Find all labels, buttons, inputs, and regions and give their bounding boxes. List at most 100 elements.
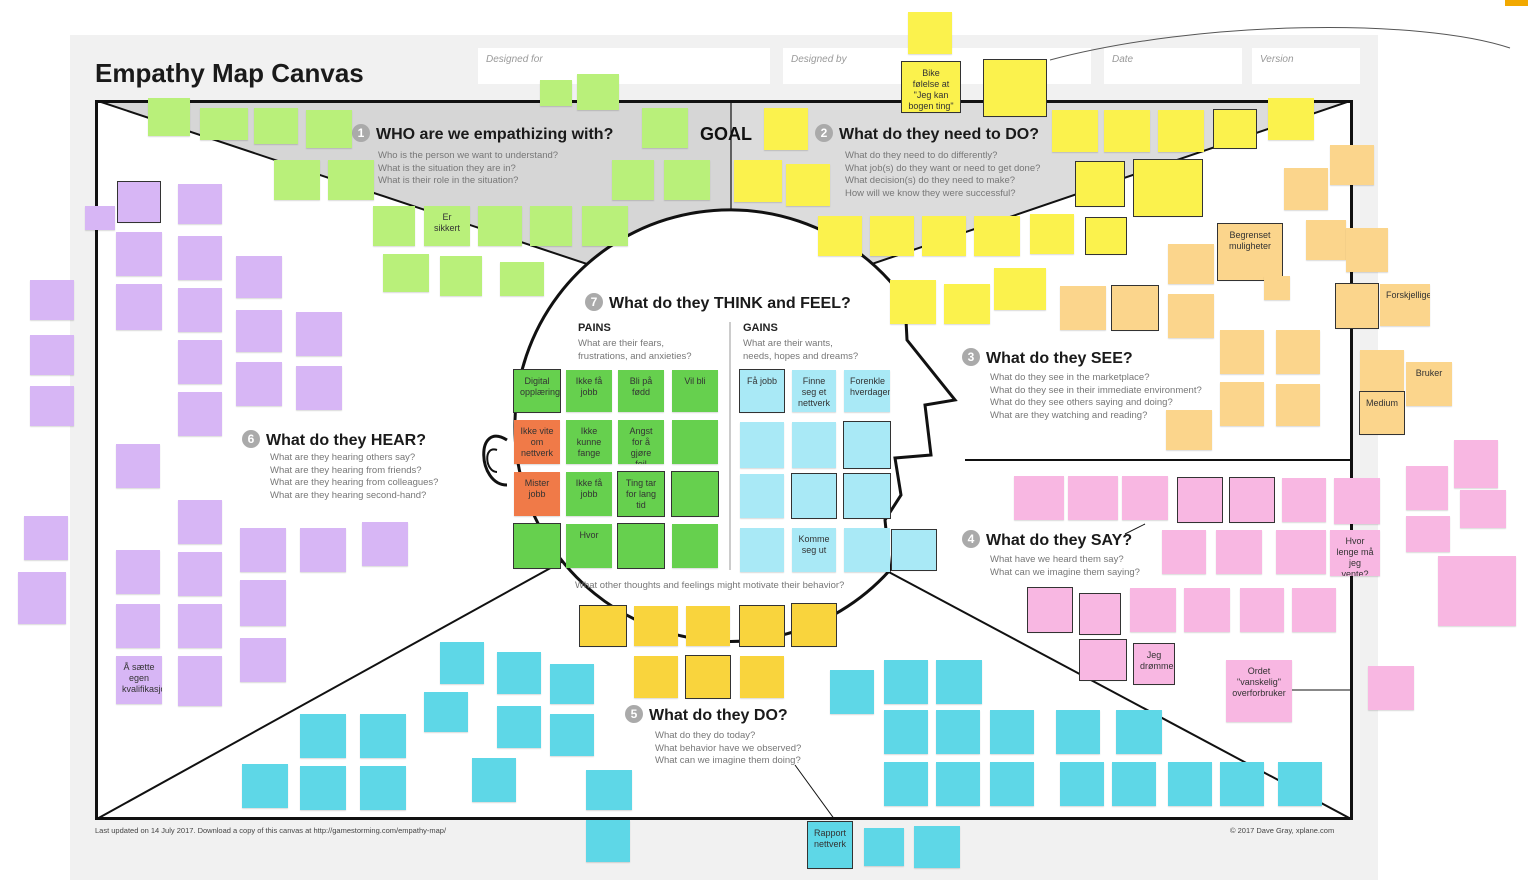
sticky-note[interactable] bbox=[1060, 286, 1106, 330]
sticky-note[interactable] bbox=[1460, 490, 1506, 528]
sticky-note[interactable] bbox=[1346, 228, 1388, 272]
sticky-note[interactable] bbox=[300, 528, 346, 572]
sticky-note[interactable] bbox=[116, 444, 160, 488]
sticky-note[interactable] bbox=[513, 523, 561, 569]
sticky-note[interactable]: Medium bbox=[1359, 391, 1405, 435]
sticky-note[interactable] bbox=[990, 762, 1034, 806]
sticky-note[interactable] bbox=[1014, 476, 1064, 520]
sticky-note[interactable] bbox=[296, 312, 342, 356]
sticky-note[interactable] bbox=[178, 552, 222, 596]
sticky-note[interactable] bbox=[1268, 98, 1314, 140]
sticky-note[interactable] bbox=[1335, 283, 1379, 329]
sticky-note[interactable] bbox=[884, 660, 928, 704]
sticky-note[interactable] bbox=[1085, 217, 1127, 255]
sticky-note[interactable] bbox=[178, 288, 222, 332]
sticky-note[interactable]: Hvor lenge må jeg vente? bbox=[1330, 530, 1380, 576]
sticky-note[interactable] bbox=[116, 232, 162, 276]
sticky-note[interactable] bbox=[178, 656, 222, 706]
sticky-note[interactable]: Er sikkert bbox=[424, 206, 470, 246]
sticky-note[interactable] bbox=[18, 572, 66, 624]
sticky-note[interactable]: Rapport nettverk bbox=[807, 821, 853, 869]
sticky-note[interactable] bbox=[1068, 476, 1118, 520]
sticky-note[interactable] bbox=[672, 420, 718, 464]
sticky-note[interactable] bbox=[242, 764, 288, 808]
sticky-note[interactable] bbox=[586, 770, 632, 810]
sticky-note[interactable] bbox=[685, 655, 731, 699]
sticky-note[interactable] bbox=[24, 516, 68, 560]
sticky-note[interactable]: Hvor bbox=[566, 524, 612, 568]
sticky-note[interactable] bbox=[240, 528, 286, 572]
sticky-note[interactable] bbox=[328, 160, 374, 200]
sticky-note[interactable] bbox=[472, 758, 516, 802]
sticky-note[interactable] bbox=[1056, 710, 1100, 754]
sticky-note[interactable] bbox=[740, 422, 784, 468]
sticky-note[interactable] bbox=[200, 108, 248, 140]
sticky-note[interactable] bbox=[116, 284, 162, 330]
sticky-note[interactable] bbox=[1264, 276, 1290, 300]
sticky-note[interactable] bbox=[1276, 330, 1320, 374]
sticky-note[interactable] bbox=[1027, 587, 1073, 633]
sticky-note[interactable] bbox=[944, 284, 990, 324]
sticky-note[interactable] bbox=[922, 216, 966, 256]
sticky-note[interactable] bbox=[178, 604, 222, 648]
sticky-note[interactable] bbox=[844, 528, 890, 572]
sticky-note[interactable]: Bruker bbox=[1406, 362, 1452, 406]
sticky-note[interactable] bbox=[1158, 110, 1204, 152]
sticky-note[interactable]: Få jobb bbox=[739, 369, 785, 413]
sticky-note[interactable] bbox=[148, 98, 190, 136]
sticky-note[interactable] bbox=[634, 656, 678, 698]
sticky-note[interactable] bbox=[254, 108, 298, 144]
sticky-note[interactable] bbox=[1104, 110, 1150, 152]
sticky-note[interactable] bbox=[1360, 350, 1404, 392]
sticky-note[interactable] bbox=[791, 473, 837, 519]
sticky-note[interactable] bbox=[497, 652, 541, 694]
sticky-note[interactable] bbox=[360, 714, 406, 758]
sticky-note[interactable] bbox=[617, 523, 665, 569]
sticky-note[interactable] bbox=[1292, 588, 1336, 632]
sticky-note[interactable] bbox=[1229, 477, 1275, 523]
sticky-note[interactable] bbox=[1334, 478, 1380, 524]
sticky-note[interactable] bbox=[974, 216, 1020, 256]
sticky-note[interactable] bbox=[740, 528, 784, 572]
sticky-note[interactable] bbox=[994, 268, 1046, 310]
sticky-note[interactable] bbox=[1220, 330, 1264, 374]
version-field[interactable]: Version bbox=[1252, 48, 1360, 84]
sticky-note[interactable]: Finne seg et nettverk bbox=[792, 370, 836, 412]
sticky-note[interactable] bbox=[296, 366, 342, 410]
sticky-note[interactable] bbox=[1166, 410, 1212, 450]
sticky-note[interactable] bbox=[818, 216, 862, 256]
sticky-note[interactable] bbox=[85, 206, 115, 230]
sticky-note[interactable] bbox=[1116, 710, 1162, 754]
sticky-note[interactable] bbox=[914, 826, 960, 868]
sticky-note[interactable] bbox=[1284, 168, 1328, 210]
sticky-note[interactable]: Begrenset muligheter bbox=[1217, 223, 1283, 281]
sticky-note[interactable] bbox=[1079, 593, 1121, 635]
sticky-note[interactable] bbox=[236, 256, 282, 298]
sticky-note[interactable]: Mister jobb bbox=[514, 472, 560, 516]
sticky-note[interactable] bbox=[1240, 588, 1284, 632]
sticky-note[interactable]: Vil bli bbox=[672, 370, 718, 412]
sticky-note[interactable] bbox=[300, 714, 346, 758]
sticky-note[interactable]: Å sætte egen kvalifikasjoner bbox=[116, 656, 162, 704]
sticky-note[interactable] bbox=[1168, 762, 1212, 806]
sticky-note[interactable] bbox=[1168, 244, 1214, 284]
date-field[interactable]: Date bbox=[1104, 48, 1242, 84]
sticky-note[interactable] bbox=[300, 766, 346, 810]
sticky-note[interactable] bbox=[884, 710, 928, 754]
sticky-note[interactable] bbox=[383, 254, 429, 292]
sticky-note[interactable] bbox=[664, 160, 710, 200]
sticky-note[interactable] bbox=[843, 473, 891, 519]
sticky-note[interactable]: Forskjellige bbox=[1380, 284, 1430, 326]
sticky-note[interactable] bbox=[497, 706, 541, 748]
sticky-note[interactable] bbox=[891, 529, 937, 571]
sticky-note[interactable]: Ting tar for lang tid bbox=[617, 471, 665, 517]
sticky-note[interactable] bbox=[178, 340, 222, 384]
sticky-note[interactable] bbox=[240, 638, 286, 682]
sticky-note[interactable] bbox=[983, 59, 1047, 117]
sticky-note[interactable] bbox=[1075, 161, 1125, 207]
sticky-note[interactable] bbox=[550, 714, 594, 756]
sticky-note[interactable]: Ikke kunne fange bbox=[566, 420, 612, 464]
sticky-note[interactable] bbox=[360, 766, 406, 810]
sticky-note[interactable] bbox=[440, 642, 484, 684]
sticky-note[interactable]: Bike følelse at "Jeg kan bogen ting" bbox=[901, 61, 961, 113]
